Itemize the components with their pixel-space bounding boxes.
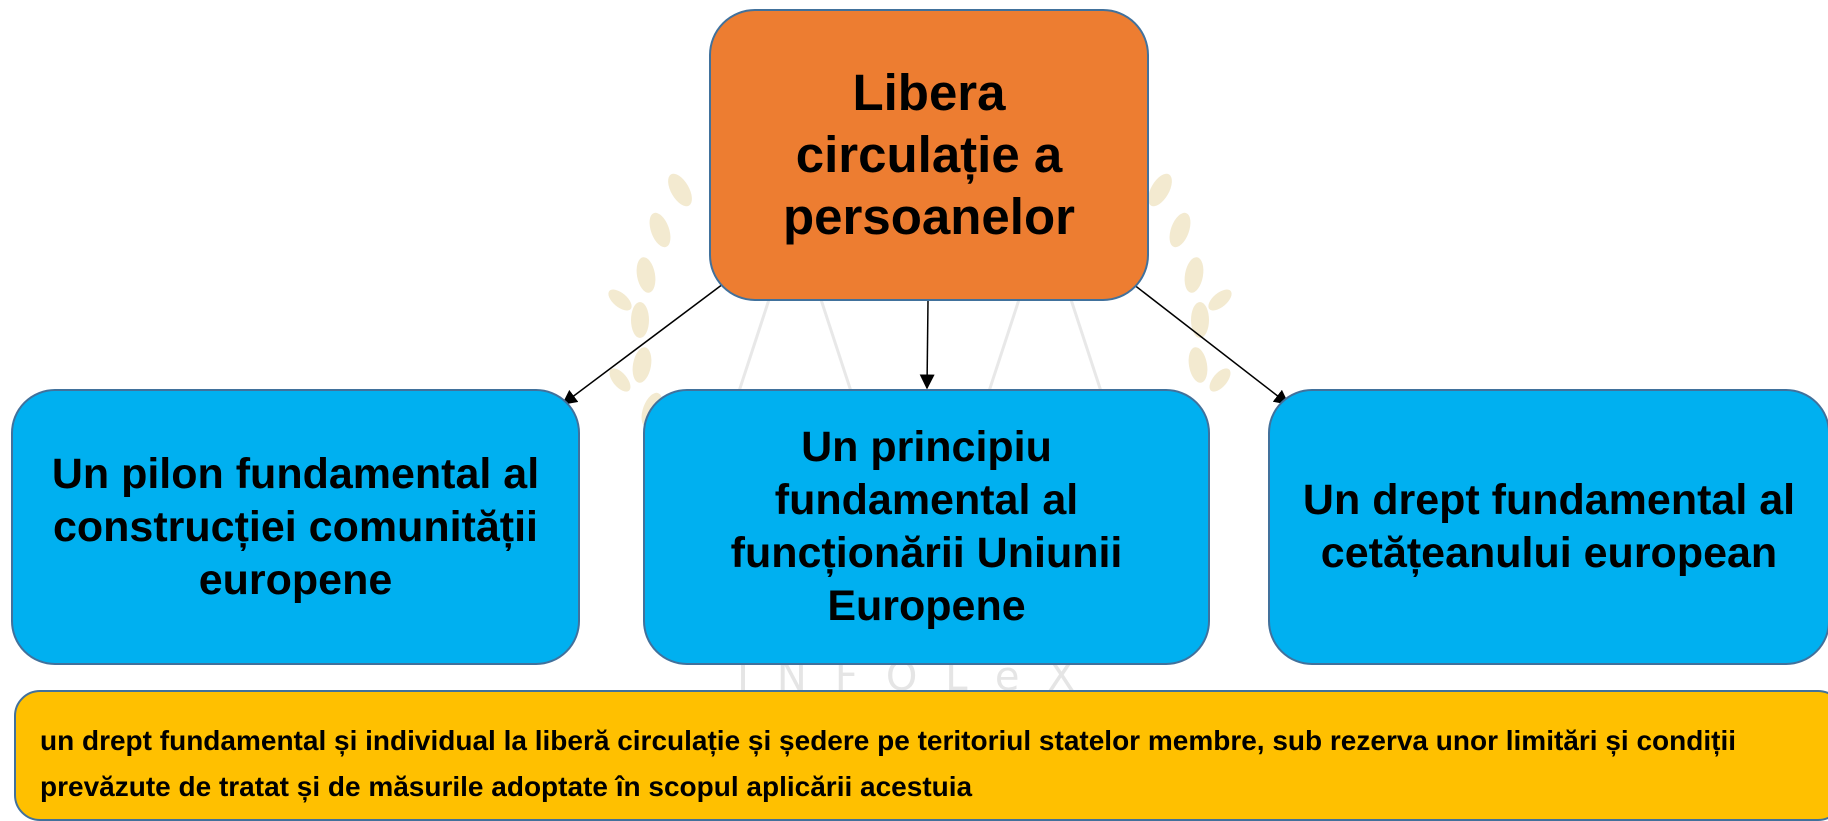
definition-box: un drept fundamental și individual la li… <box>14 690 1828 821</box>
child-node-drept-label: Un drept fundamental al cetățeanului eur… <box>1302 476 1796 577</box>
arrow-root-to-principiu <box>919 300 935 390</box>
root-node: Libera circulație a persoanelor <box>709 9 1149 301</box>
child-node-pilon: Un pilon fundamental al construcției com… <box>11 389 580 665</box>
child-node-drept: Un drept fundamental al cetățeanului eur… <box>1268 389 1828 665</box>
child-node-principiu: Un principiu fundamental al funcționării… <box>643 389 1210 665</box>
root-node-label: Libera circulație a persoanelor <box>783 64 1075 245</box>
child-node-principiu-label: Un principiu fundamental al funcționării… <box>730 423 1123 630</box>
child-node-pilon-label: Un pilon fundamental al construcției com… <box>51 449 540 604</box>
arrow-root-to-drept <box>1132 283 1290 405</box>
definition-text: un drept fundamental și individual la li… <box>40 725 1737 802</box>
arrow-root-to-pilon <box>561 283 724 405</box>
